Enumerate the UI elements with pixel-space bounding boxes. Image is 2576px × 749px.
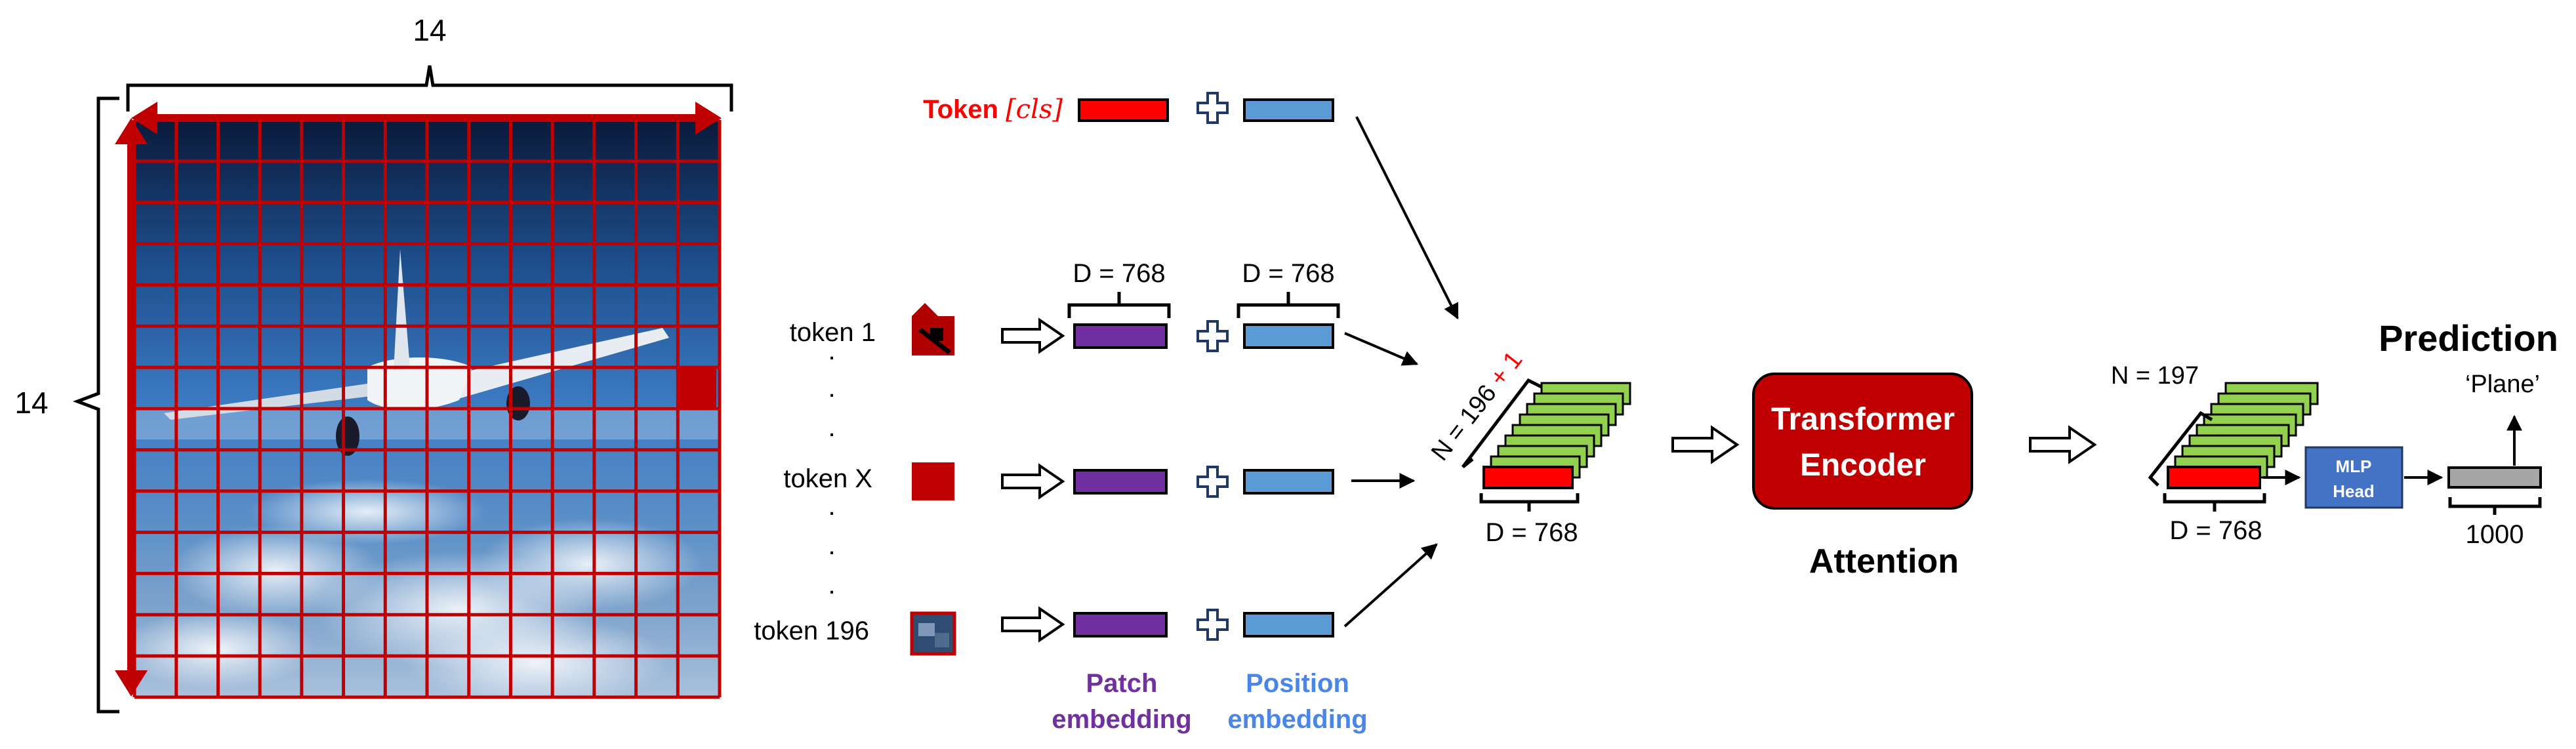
arrow-right-icon — [1001, 463, 1065, 500]
position-embedding-label-line2: embedding — [1227, 705, 1367, 734]
classes-label: 1000 — [2466, 520, 2524, 549]
arrow-right-icon — [2029, 425, 2097, 464]
patch-embedding-label-line2: embedding — [1052, 705, 1191, 734]
patch-embedding-x — [1073, 469, 1168, 495]
output-length-brace — [2148, 411, 2213, 487]
output-cls-layer — [2167, 466, 2261, 489]
ellipsis-dot: . — [828, 571, 835, 599]
patch-grid — [133, 118, 722, 699]
ellipsis-dot: . — [828, 413, 835, 442]
grid-width-arrowhead-left — [131, 102, 157, 134]
pos-dim-brace — [1237, 292, 1340, 318]
stack-dim-brace — [1479, 493, 1580, 512]
token-x-patch — [912, 462, 954, 500]
prediction-title: Prediction — [2379, 317, 2558, 359]
left-dimension-label: 14 — [14, 386, 48, 420]
arrow-right-icon — [1001, 606, 1065, 643]
left-brace — [72, 96, 119, 714]
patch-dim-label: D = 768 — [1073, 259, 1165, 288]
mlp-head-label-line2: Head — [2333, 481, 2375, 501]
output-length-label: N = 197 — [2111, 362, 2199, 390]
output-dim-label: D = 768 — [2169, 516, 2262, 545]
patch-embedding-196 — [1073, 612, 1168, 638]
grid-height-arrowhead-bottom — [115, 670, 148, 697]
pos-dim-label: D = 768 — [1242, 259, 1334, 288]
class-output-bar — [2447, 466, 2542, 489]
stack-layers — [1490, 382, 1631, 479]
classes-brace — [2448, 497, 2542, 515]
top-dimension-label: 14 — [413, 13, 446, 47]
attention-label: Attention — [1809, 542, 1959, 580]
grid-height-arrowhead-top — [115, 118, 148, 144]
token-1-label: token 1 — [790, 318, 876, 347]
position-embedding-label-line1: Position — [1246, 669, 1349, 698]
input-sequence-stack: N = 196 + 1 D = 768 — [1426, 346, 1631, 547]
cls-layer — [1482, 466, 1574, 489]
position-embedding-196 — [1243, 612, 1334, 638]
arrow-right-icon — [1001, 317, 1065, 354]
output-stack-layers — [2174, 382, 2319, 479]
ellipsis-dot: . — [828, 492, 835, 521]
grid-width-arrowhead-right — [695, 102, 722, 134]
patch-embedding-1 — [1073, 323, 1168, 349]
token1-to-stack-arrow — [1344, 332, 1419, 366]
cls-to-stack-arrow — [1355, 116, 1459, 320]
cls-token-label: Token [cls] — [923, 94, 1063, 125]
transformer-encoder-block: Transformer Encoder — [1752, 373, 1973, 510]
stack-dim-label: D = 768 — [1485, 518, 1578, 547]
token-x-label: token X — [783, 464, 872, 493]
plus-icon — [1196, 92, 1229, 124]
patch-dim-brace — [1067, 292, 1171, 318]
position-embedding-x — [1243, 469, 1334, 495]
cls-token-row: Token [cls] — [923, 92, 1334, 125]
top-brace — [126, 65, 733, 111]
cls-token-prefix: Token — [923, 95, 1006, 124]
plus-icon — [1196, 320, 1229, 352]
cls-token-math: [cls] — [1006, 94, 1063, 125]
cls-position-embedding — [1243, 98, 1334, 122]
ellipsis-dot: . — [828, 374, 835, 403]
encoder-label-line2: Encoder — [1800, 448, 1926, 483]
token196-to-stack-arrow — [1343, 543, 1438, 628]
output-sequence-stack: N = 197 D = 768 — [2111, 362, 2319, 545]
position-embedding-1 — [1243, 323, 1334, 349]
output-dim-brace — [2163, 493, 2266, 512]
token-196-label: token 196 — [754, 617, 869, 645]
token-196-patch — [910, 611, 956, 656]
ellipsis-dot: . — [828, 531, 835, 560]
prediction-value: ‘Plane’ — [2465, 371, 2540, 398]
encoder-label-line1: Transformer — [1771, 402, 1955, 437]
mlp-head-label-line1: MLP — [2336, 456, 2372, 476]
stack-length-main: N = 196 — [1426, 380, 1502, 466]
mlp-head-block: MLP Head — [2304, 446, 2403, 509]
patch-embedding-label-line1: Patch — [1086, 669, 1158, 698]
plus-icon — [1196, 609, 1229, 641]
arrow-right-icon — [1671, 425, 1740, 464]
plus-icon — [1196, 466, 1229, 498]
cls-token-box — [1078, 98, 1169, 122]
input-image — [115, 102, 722, 708]
ellipsis-dot: . — [828, 336, 835, 365]
stack-length-brace — [1462, 378, 1543, 468]
token-1-patch — [912, 303, 954, 355]
